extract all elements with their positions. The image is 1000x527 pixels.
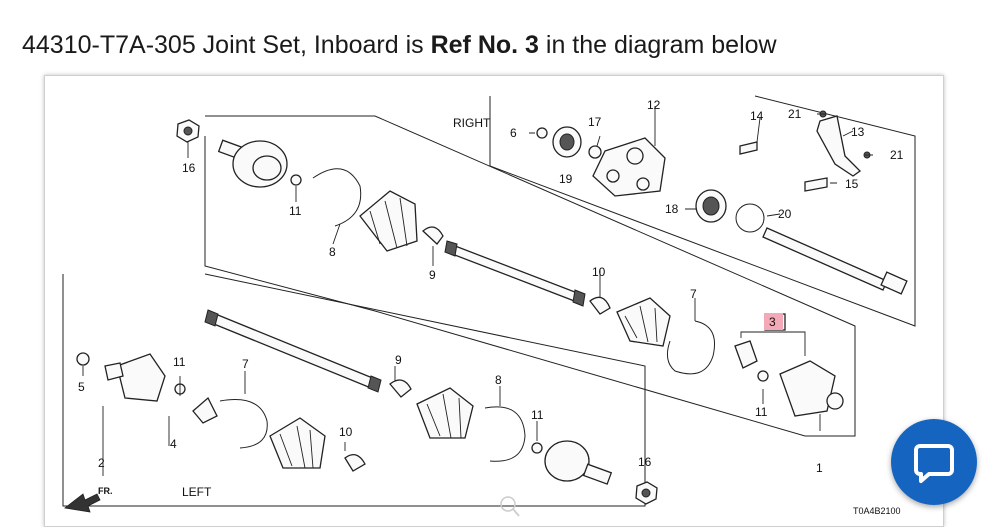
callout-19: 19 [559, 172, 573, 186]
inboard-joint-left [104, 353, 166, 402]
callout-11-upper: 11 [289, 204, 302, 218]
inboard-joint-set-ref-3 [734, 313, 844, 417]
snap-ring-6 [536, 127, 548, 139]
boot-band-10-upper [589, 296, 611, 315]
callout-6: 6 [510, 126, 517, 140]
zoom-icon [500, 496, 520, 517]
outboard-joint-right [217, 139, 288, 188]
tripod-joint [734, 340, 758, 369]
callout-21-top: 21 [788, 107, 802, 121]
callout-10-upper: 10 [592, 265, 606, 279]
bracket-13 [816, 115, 862, 177]
callout-18: 18 [665, 202, 679, 216]
boot-band-7-right [666, 320, 715, 375]
callout-8-left: 8 [495, 373, 502, 387]
chat-bubble-icon [914, 444, 954, 483]
halfshaft-left [204, 309, 382, 393]
callout-10-left: 10 [339, 425, 353, 439]
snap-ring-20 [735, 203, 765, 233]
callout-16-bottom: 16 [638, 455, 652, 469]
callout-8-upper: 8 [329, 245, 336, 259]
bolt-15 [804, 177, 828, 192]
tripod-joint-left [192, 396, 218, 424]
snap-ring-5 [76, 352, 90, 366]
boot-inboard-left [269, 417, 326, 469]
callout-3-highlight-box [764, 313, 783, 330]
boot-band-8-upper [312, 168, 362, 227]
heading-ref-number: Ref No. 3 [430, 31, 539, 59]
callout-21-right: 21 [890, 148, 904, 162]
boot-band-9-upper [422, 226, 444, 245]
callout-17: 17 [588, 115, 602, 129]
callout-11-outboard: 11 [531, 408, 544, 422]
callout-20: 20 [778, 207, 792, 221]
page-heading: 44310-T7A-305 Joint Set, Inboard is Ref … [22, 28, 982, 62]
boot-outboard-left [416, 387, 474, 439]
seal-19 [552, 126, 582, 158]
boot-band-10-left [344, 453, 366, 472]
callout-9-left: 9 [395, 353, 402, 367]
label-right: RIGHT [453, 116, 491, 130]
callout-7-right: 7 [690, 287, 697, 301]
heading-prefix: 44310-T7A-305 Joint Set, Inboard is [22, 31, 431, 59]
left-shaft-group-outline [62, 273, 646, 507]
callout-3: 3 [769, 315, 776, 329]
right-shaft-group-outline [204, 115, 856, 437]
callout-5: 5 [78, 380, 85, 394]
label-front: FR. [98, 486, 113, 496]
callout-2: 2 [98, 456, 105, 470]
front-direction-arrow [64, 493, 101, 513]
label-left: LEFT [182, 485, 212, 499]
clip-11-upper [290, 174, 302, 186]
callout-16-top: 16 [182, 161, 196, 175]
clip-11-lower-right [757, 370, 769, 382]
callout-14: 14 [750, 109, 764, 123]
callout-13: 13 [851, 125, 865, 139]
bearing-support-12 [592, 137, 666, 197]
boot-inboard-right [616, 297, 671, 347]
boot-band-9-left [389, 379, 412, 398]
boot-band-8-left [484, 406, 526, 462]
leader-lines [82, 106, 873, 481]
bearing-18 [695, 189, 727, 223]
driveshaft-exploded-view: RIGHT LEFT FR. T0A4B2100 16 11 8 9 10 6 … [62, 95, 916, 517]
callout-4: 4 [170, 437, 177, 451]
bolt-14 [739, 141, 758, 155]
outboard-joint-left [544, 440, 613, 485]
clip-17 [588, 145, 602, 159]
callout-11-right: 11 [755, 405, 768, 419]
clip-11-outboard-left [531, 442, 543, 454]
callout-7-left: 7 [242, 357, 249, 371]
heading-suffix: in the diagram below [538, 31, 777, 59]
lock-nut-16-top [176, 119, 200, 143]
boot-outboard-right [359, 190, 418, 252]
parts-diagram: RIGHT LEFT FR. T0A4B2100 16 11 8 9 10 6 … [44, 75, 944, 527]
boot-band-7-left [219, 399, 268, 449]
drawing-code: T0A4B2100 [853, 506, 901, 516]
halfshaft-right [444, 240, 586, 307]
callout-11-left: 11 [173, 355, 186, 369]
lock-nut-16-bottom [635, 481, 658, 505]
callout-9-upper: 9 [429, 268, 436, 282]
chat-button[interactable] [891, 419, 977, 505]
intermediate-shaft [762, 227, 908, 295]
right-upper-group-outline [489, 95, 916, 327]
callout-12: 12 [647, 98, 661, 112]
callout-1: 1 [816, 461, 823, 475]
callout-15: 15 [845, 177, 859, 191]
inboard-housing [779, 360, 836, 417]
